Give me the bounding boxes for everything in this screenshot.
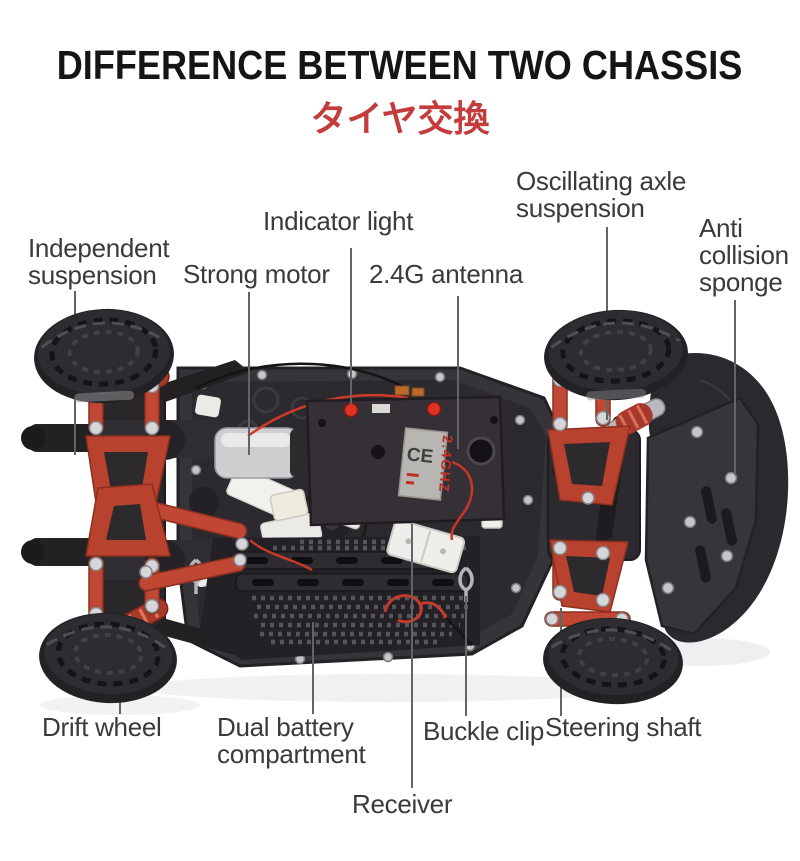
label-24g-antenna: 2.4G antenna — [369, 259, 523, 289]
suspension-front-right — [547, 359, 631, 506]
label-independent-suspension: Independent suspension — [28, 233, 170, 290]
tire-rear-left — [39, 612, 177, 704]
label-oscillating-axle-suspension: Oscillating axle suspension — [516, 166, 687, 223]
battery-connector — [386, 519, 466, 574]
label-receiver: Receiver — [352, 789, 453, 819]
label-indicator-light: Indicator light — [263, 206, 414, 236]
suspension-rear-right — [544, 539, 631, 627]
indicator-led — [426, 401, 442, 417]
bumper-mount-plate — [644, 396, 760, 636]
indicator-led — [343, 402, 359, 418]
wire-connector — [411, 387, 425, 397]
tire-front-left — [34, 308, 174, 404]
wire-connector — [394, 385, 410, 396]
ce-mark: CE — [406, 444, 434, 468]
battery-connector-small — [269, 488, 309, 522]
label-drift-wheel: Drift wheel — [42, 712, 162, 742]
page-subtitle-japanese: タイヤ交換 — [310, 98, 490, 139]
label-strong-motor: Strong motor — [183, 259, 330, 289]
tire-front-right — [544, 309, 688, 401]
black-wire — [195, 362, 403, 390]
label-dual-battery-compartment: Dual battery compartment — [217, 712, 366, 769]
label-steering-shaft: Steering shaft — [545, 712, 702, 742]
label-buckle-clip: Buckle clip — [423, 716, 544, 746]
receiver-box: CE 2.4GHZ — [305, 395, 506, 541]
page-title: DIFFERENCE BETWEEN TWO CHASSIS — [57, 42, 743, 88]
tire-rear-right — [543, 617, 683, 705]
label-anti-collision-sponge: Anti collision sponge — [699, 213, 789, 297]
suspension-rear-left — [85, 483, 247, 623]
antenna-wire — [450, 460, 474, 541]
sticker-frequency: 2.4GHZ — [436, 435, 456, 494]
compliance-sticker: CE 2.4GHZ — [397, 427, 456, 501]
